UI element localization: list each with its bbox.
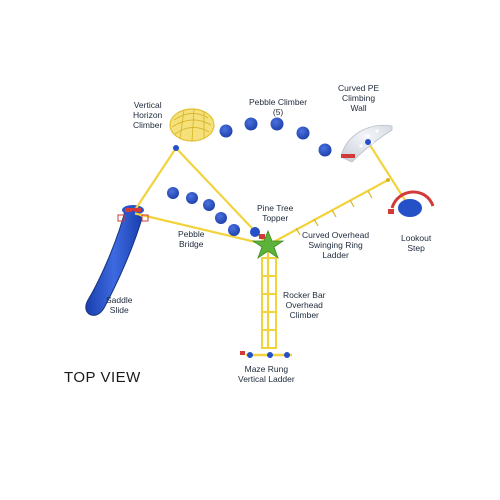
view-title: TOP VIEW: [64, 369, 141, 386]
rocker-bar-overhead-climber: [261, 257, 277, 349]
label-pebble-climber: Pebble Climber (5): [249, 97, 308, 117]
label-pine-tree-topper: Pine Tree Topper: [257, 203, 294, 223]
curved-overhead-ring-ladder: [295, 190, 373, 236]
maze-rung-vertical-ladder: [240, 351, 292, 358]
label-maze-rung-vertical-ladder: Maze Rung Vertical Ladder: [238, 364, 295, 384]
label-lookout-step: Lookout Step: [401, 233, 432, 253]
central-hub: [250, 227, 265, 239]
pebble-bridge: [167, 187, 240, 236]
pebble-climber: [219, 117, 332, 157]
label-curved-pe-climbing-wall: Curved PE Climbing Wall: [338, 83, 380, 113]
label-vertical-horizon-climber: Vertical Horizon Climber: [133, 100, 163, 130]
post-right: [386, 178, 390, 182]
curved-pe-climbing-wall: [340, 124, 393, 163]
lookout-step: [388, 190, 435, 217]
label-curved-overhead-ring-ladder: Curved Overhead Swinging Ring Ladder: [302, 230, 370, 260]
pine-tree-topper: [251, 229, 285, 260]
post-left: [130, 210, 136, 216]
label-pebble-bridge: Pebble Bridge: [178, 229, 205, 249]
vertical-horizon-climber: [169, 108, 215, 151]
label-rocker-bar-overhead-climber: Rocker Bar Overhead Climber: [283, 290, 326, 320]
label-saddle-slide: Saddle Slide: [106, 295, 133, 315]
slide-deck: [117, 208, 149, 222]
